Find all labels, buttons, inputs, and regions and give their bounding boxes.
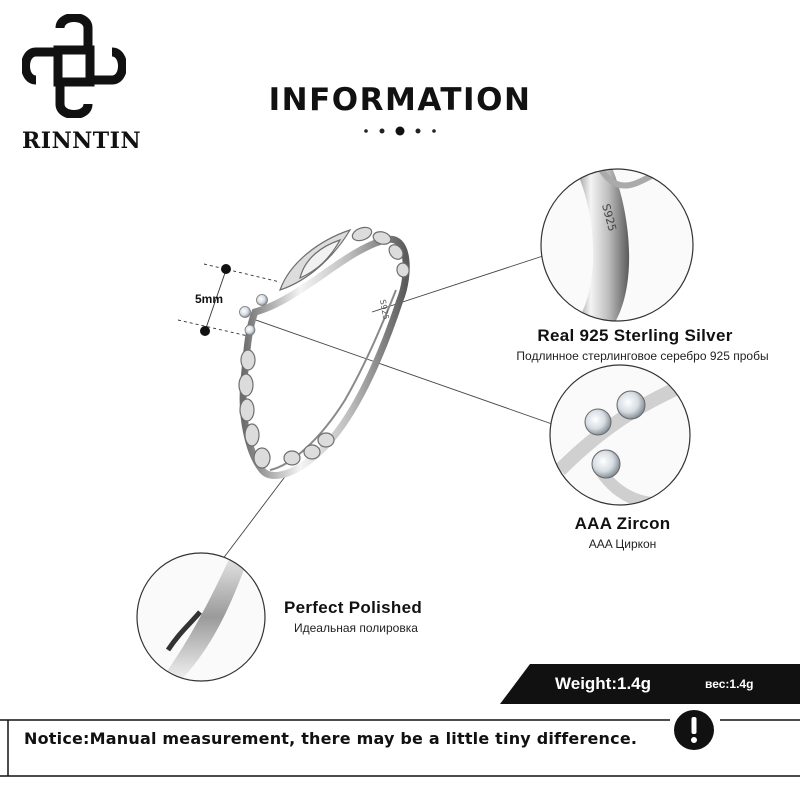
feature-subtitle-polished: Идеальная полировка (294, 621, 418, 635)
callout-polished (136, 552, 266, 682)
title-dots-ornament (364, 126, 436, 136)
dimension-label: 5mm (195, 292, 224, 306)
brand-name: RINNTIN (22, 128, 142, 154)
feature-title-silver: Real 925 Sterling Silver (537, 326, 733, 345)
quatrefoil-knot-logo (22, 14, 126, 118)
notice-text: Notice:Manual measurement, there may be … (24, 729, 638, 748)
feature-subtitle-silver: Подлинное стерлинговое серебро 925 пробы (516, 349, 769, 363)
page-title: INFORMATION (268, 82, 532, 118)
notice-frame (0, 719, 800, 777)
feature-title-polished: Perfect Polished (284, 598, 423, 617)
ring-engraving: S925 (378, 299, 390, 321)
weight-label: Weight:1.4g (555, 674, 652, 693)
exclamation-icon (674, 710, 714, 750)
ring: S925 (238, 226, 410, 479)
feature-subtitle-zircon: AAA Циркон (588, 537, 657, 551)
callout-zircon (549, 364, 691, 506)
callout-silver: S925 (540, 168, 694, 322)
feature-title-zircon: AAA Zircon (574, 514, 671, 533)
weight-banner (500, 664, 800, 704)
dimension-markers (177, 263, 281, 337)
weight-label-ru: вес:1.4g (705, 677, 754, 691)
